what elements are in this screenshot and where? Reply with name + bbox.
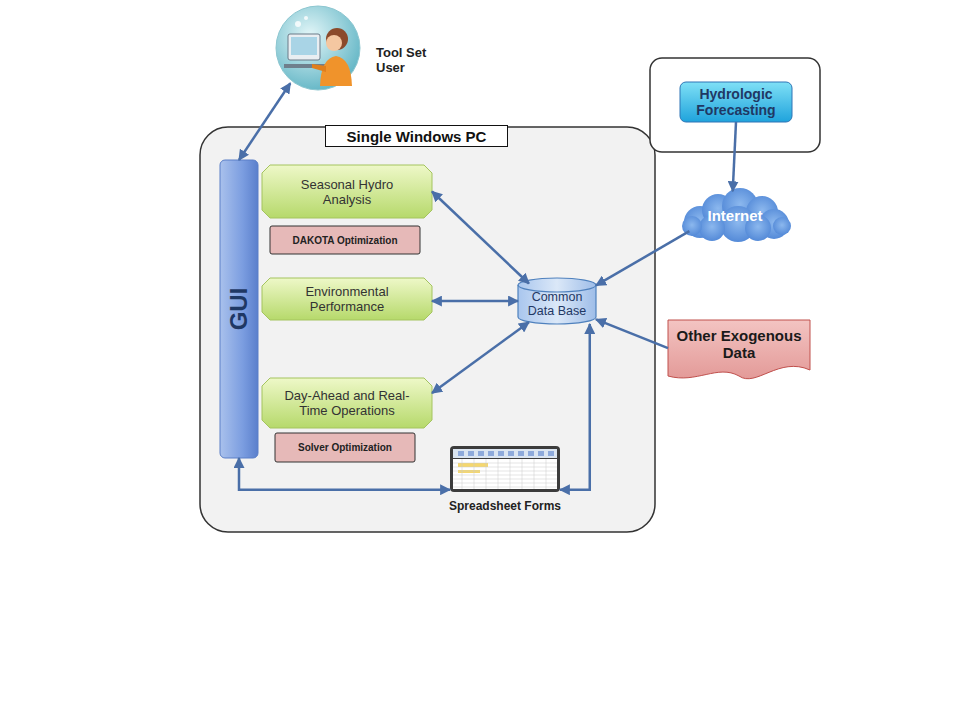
system-boundary: Single Windows PC GUI Seasonal Hydro Analy…	[200, 127, 655, 532]
node-label: Solver Optimization	[275, 433, 415, 462]
user-icon: Tool Set User	[276, 6, 360, 90]
optimizer-box: DAKOTA Optimization	[270, 226, 420, 254]
internet-cloud: Internet	[678, 188, 792, 242]
database-cylinder: Common Data Base	[518, 278, 596, 324]
node-label: Tool Set User	[376, 40, 438, 80]
node-label: Internet	[678, 192, 792, 238]
optimizer-box: Solver Optimization	[275, 433, 415, 462]
process-box: Environmental Performance	[262, 278, 432, 320]
node-label: Spreadsheet Forms	[440, 497, 570, 515]
node-label: Seasonal Hydro Analysis	[287, 165, 407, 218]
node-outline	[450, 446, 560, 492]
process-box: Seasonal Hydro Analysis	[262, 165, 432, 218]
data-document: Other Exogenous Data	[668, 318, 810, 382]
node-label: Common Data Base	[524, 288, 590, 320]
node-label: Day-Ahead and Real-Time Operations	[277, 378, 417, 428]
spreadsheet-icon: Spreadsheet Forms	[450, 446, 560, 492]
node-label: DAKOTA Optimization	[270, 226, 420, 254]
gui-bar: GUI	[220, 160, 258, 458]
node-label: GUI	[220, 160, 258, 458]
node-label: Hydrologic Forecasting	[680, 82, 792, 122]
process-box: Day-Ahead and Real-Time Operations	[262, 378, 432, 428]
node-label: Single Windows PC	[325, 125, 508, 147]
node-label: Other Exogenous Data	[672, 320, 806, 368]
source-frame: Hydrologic Forecasting	[650, 58, 820, 152]
source-box: Hydrologic Forecasting	[680, 82, 792, 122]
node-label: Environmental Performance	[282, 278, 412, 320]
node-outline	[276, 6, 360, 90]
